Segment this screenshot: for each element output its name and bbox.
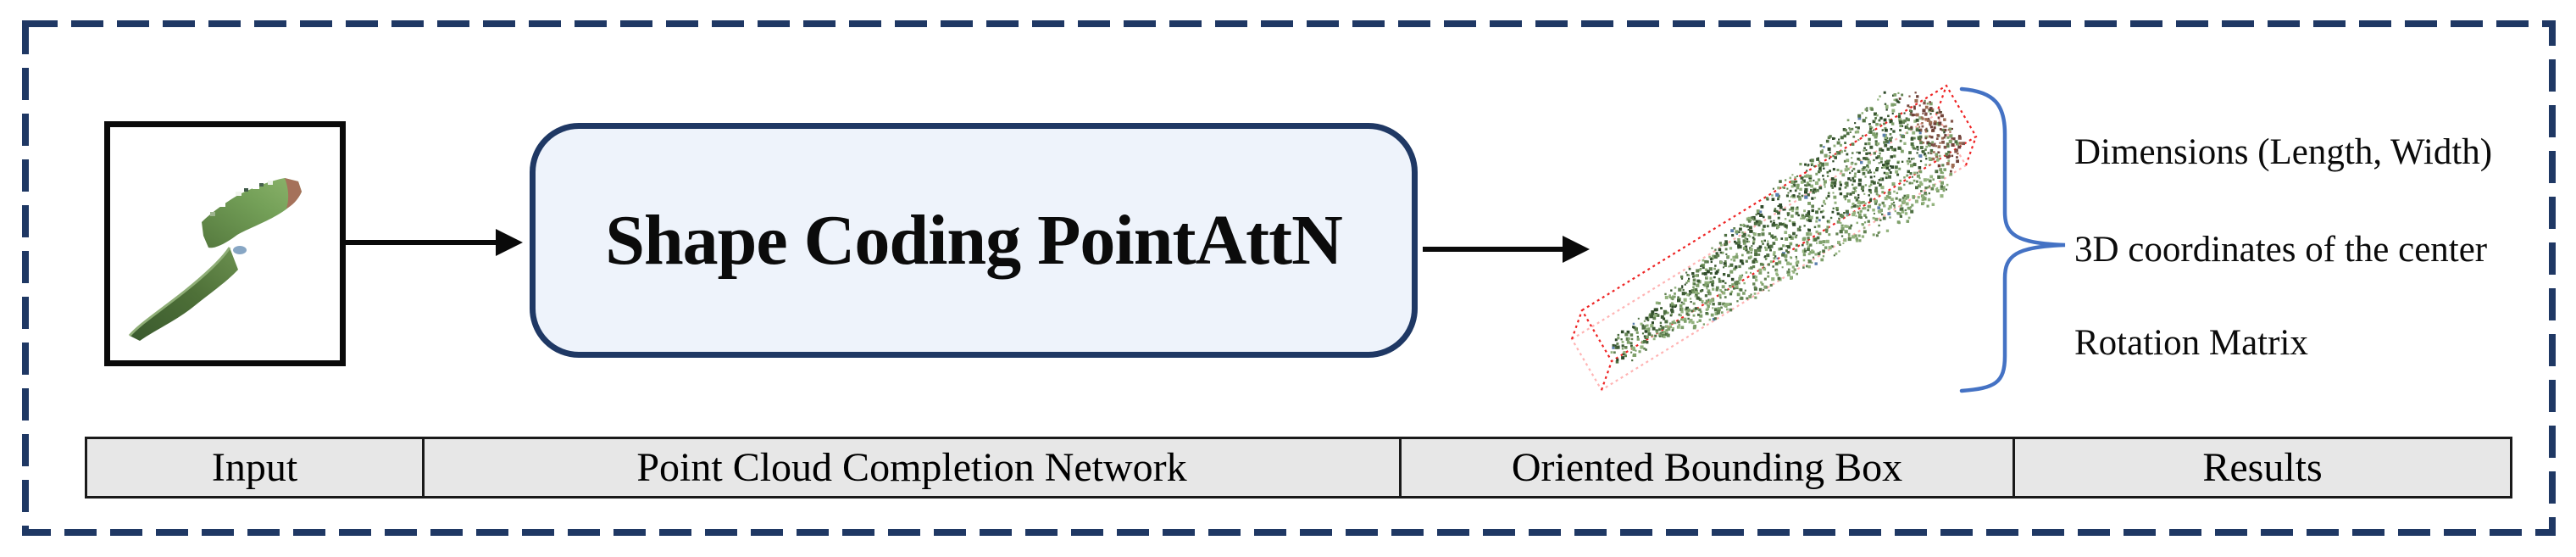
- curly-brace-icon: [1959, 86, 2066, 393]
- network-box: Shape Coding PointAttN: [530, 123, 1418, 358]
- arrow-input-to-network: [346, 229, 523, 256]
- leaf-speckles: [210, 181, 273, 254]
- result-line-coordinates: 3D coordinates of the center: [2074, 230, 2488, 270]
- caption-cell-completion-network: Point Cloud Completion Network: [425, 439, 1402, 496]
- input-image-box: [104, 121, 346, 366]
- input-point-cloud-leaf: [128, 178, 302, 341]
- leaf-upper-segment: [202, 178, 302, 248]
- caption-cell-results: Results: [2202, 445, 2323, 490]
- arrowhead-right-icon: [1563, 236, 1590, 263]
- network-box-label: Shape Coding PointAttN: [605, 201, 1342, 280]
- leaf-red-tip: [285, 178, 302, 209]
- leaf-lower-segment: [130, 248, 238, 341]
- arrowhead-right-icon: [496, 229, 523, 256]
- result-line-rotation: Rotation Matrix: [2074, 323, 2308, 363]
- caption-bar: Input Point Cloud Completion Network Ori…: [85, 437, 2512, 499]
- caption-cell-input: Input: [87, 439, 425, 496]
- caption-cell-oriented-bounding-box: Oriented Bounding Box: [1402, 439, 2015, 496]
- figure-dashed-border: [22, 20, 2556, 536]
- obb-point-cloud: [1610, 91, 1965, 364]
- obb-visualization: [1570, 84, 1978, 392]
- arrow-network-to-obb: [1423, 236, 1590, 263]
- leaf-highlight-edge: [128, 247, 231, 337]
- obb-connector-edges: [1570, 85, 1978, 391]
- result-line-dimensions: Dimensions (Length, Width): [2074, 132, 2493, 172]
